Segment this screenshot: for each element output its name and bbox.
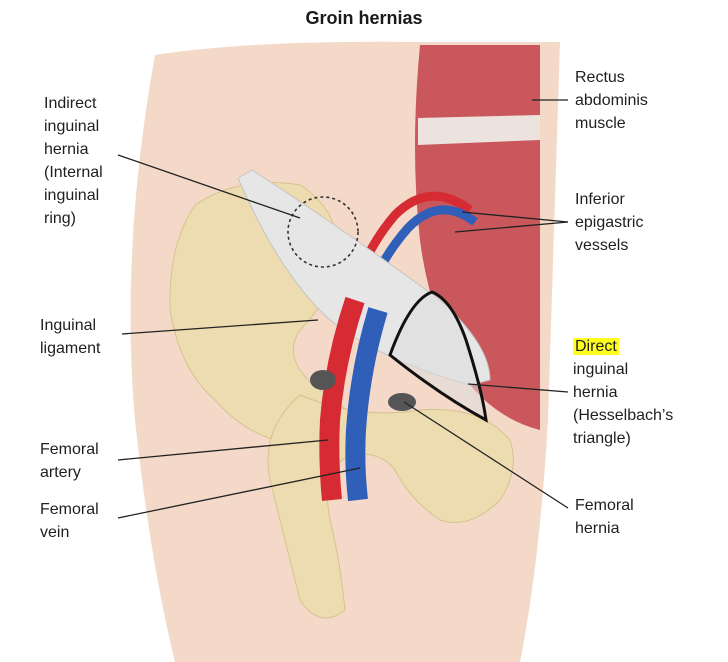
rectus-tendon-band xyxy=(418,115,540,145)
leader-indirect xyxy=(117,154,301,219)
label-epigastric: Inferior epigastric vessels xyxy=(575,191,644,254)
label-indirect-hernia: Indirect inguinal hernia (Internal ingui… xyxy=(44,95,103,227)
label-ligament: Inguinal ligament xyxy=(40,317,101,357)
leader-direct xyxy=(467,383,569,393)
femoral-canal-left xyxy=(310,370,336,390)
femoral-canal-right xyxy=(388,393,416,411)
label-femoral-artery: Femoral artery xyxy=(40,441,99,481)
internal-inguinal-ring xyxy=(287,196,359,268)
leader-epigastric-1 xyxy=(461,211,569,223)
page-title: Groin hernias xyxy=(305,8,423,28)
leader-ligament xyxy=(121,319,319,335)
label-rectus: Rectus abdominis muscle xyxy=(575,69,648,132)
label-direct-rest: inguinal hernia (Hesselbach’s triangle) xyxy=(573,361,674,447)
leader-vein xyxy=(117,467,361,519)
label-direct-hernia: Direct inguinal hernia (Hesselbach’s tri… xyxy=(573,335,673,450)
label-femoral-vein: Femoral vein xyxy=(40,501,99,541)
leader-femoral-hernia xyxy=(403,401,569,509)
leader-epigastric-2 xyxy=(454,221,569,233)
direct-highlight: Direct xyxy=(573,338,619,355)
femoral-vein-path xyxy=(345,307,388,502)
femoral-artery-path xyxy=(319,296,365,501)
hesselbach-triangle xyxy=(388,290,488,423)
label-femoral-hernia: Femoral hernia xyxy=(575,497,634,537)
leader-artery xyxy=(117,439,329,461)
